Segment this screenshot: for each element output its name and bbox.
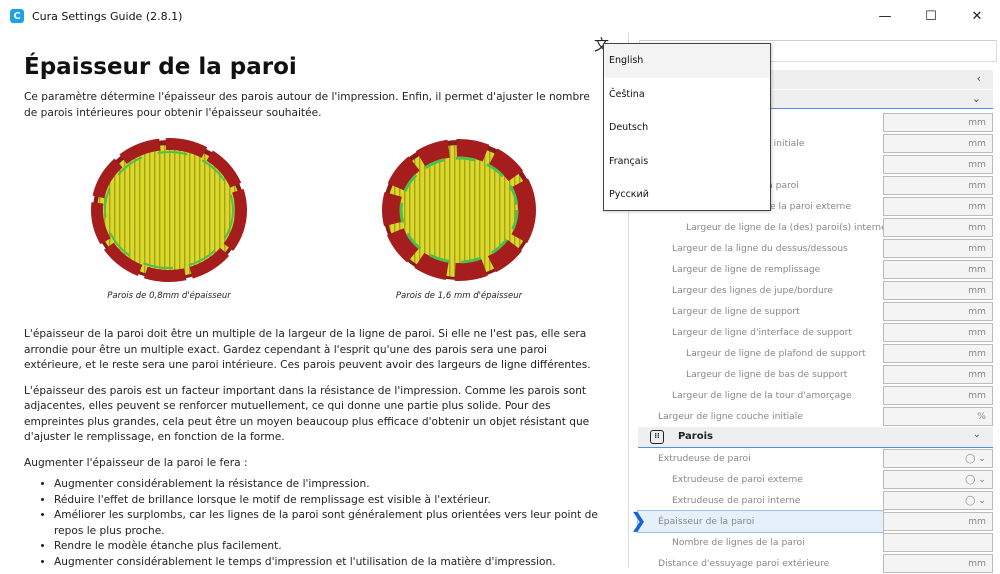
language-menu: English Čeština Deutsch Français Русский — [603, 43, 771, 211]
setting-row[interactable]: Largeur de ligne de plafond de support mm — [638, 343, 993, 364]
setting-label: Largeur de ligne d'interface de support — [672, 327, 853, 338]
list-item: Augmenter considérablement le temps d'im… — [54, 555, 604, 569]
maximize-button[interactable]: ☐ — [925, 8, 937, 24]
setting-value-field[interactable]: mm — [883, 113, 993, 132]
category-walls[interactable]: ⁞⁞ Parois ⌄ — [638, 427, 993, 448]
list-item: Rendre le modèle étanche plus facilement… — [54, 539, 604, 555]
chevron-down-icon: ⌄ — [971, 92, 981, 105]
setting-row[interactable]: Extrudeuse de paroi interne ◯ ⌄ — [638, 490, 993, 511]
setting-label: Largeur des lignes de jupe/bordure — [672, 285, 833, 296]
list-item: Augmenter considérablement la résistance… — [54, 477, 604, 493]
setting-value-field[interactable]: mm — [883, 281, 993, 300]
window-title: Cura Settings Guide (2.8.1) — [32, 9, 183, 23]
setting-value-field[interactable]: mm — [883, 134, 993, 153]
setting-label: Extrudeuse de paroi — [658, 453, 751, 464]
setting-label: Largeur de ligne de bas de support — [686, 369, 848, 380]
setting-value-field[interactable]: mm — [883, 554, 993, 573]
cura-app-icon: C — [10, 9, 24, 23]
setting-row[interactable]: Largeur des lignes de jupe/bordure mm — [638, 280, 993, 301]
setting-value-field[interactable]: % — [883, 407, 993, 426]
setting-label: Extrudeuse de paroi externe — [672, 474, 803, 485]
setting-value-field[interactable]: mm — [883, 344, 993, 363]
setting-label: Épaisseur de la paroi — [658, 516, 755, 527]
setting-row[interactable]: Largeur de ligne d'interface de support m… — [638, 322, 993, 343]
setting-value-field[interactable] — [883, 533, 993, 552]
setting-value-field[interactable]: mm — [883, 239, 993, 258]
setting-row[interactable]: Nombre de lignes de la paroi — [638, 532, 993, 553]
selected-setting-arrow-icon: ❯ — [630, 508, 647, 532]
setting-value-field[interactable]: mm — [883, 323, 993, 342]
article-pane: Épaisseur de la paroi Ce paramètre déter… — [0, 32, 628, 568]
setting-row[interactable]: Extrudeuse de paroi ◯ ⌄ — [638, 448, 993, 469]
language-option-german[interactable]: Deutsch — [609, 122, 649, 133]
setting-value-field[interactable]: ◯ ⌄ — [883, 470, 993, 489]
setting-value-field[interactable]: ◯ ⌄ — [883, 449, 993, 468]
category-label: Parois — [678, 431, 713, 442]
setting-label: Largeur de ligne couche initiale — [658, 411, 803, 422]
setting-row[interactable]: Largeur de ligne de support mm — [638, 301, 993, 322]
chevron-down-icon: ⌄ — [972, 429, 981, 440]
setting-row[interactable]: Largeur de ligne de la (des) paroi(s) in… — [638, 217, 993, 238]
intro-text: Ce paramètre détermine l'épaisseur des p… — [24, 91, 590, 119]
figure-thick-walls: Parois de 1,6 mm d'épaisseur — [314, 135, 604, 305]
walls-icon: ⁞⁞ — [650, 430, 664, 444]
paragraph-multiple: L'épaisseur de la paroi doit être un mul… — [24, 328, 591, 371]
setting-row[interactable]: Épaisseur de la paroi mm — [637, 510, 993, 533]
pane-divider[interactable] — [628, 32, 629, 568]
page-title: Épaisseur de la paroi — [24, 54, 297, 80]
setting-label: Largeur de ligne de remplissage — [672, 264, 821, 275]
setting-value-field[interactable]: ◯ ⌄ — [883, 491, 993, 510]
setting-label: Largeur de ligne de la tour d'amorçage — [672, 390, 852, 401]
title-bar: C Cura Settings Guide (2.8.1) — ☐ ✕ — [0, 0, 1000, 32]
language-option-french[interactable]: Français — [609, 155, 649, 167]
setting-row[interactable]: Extrudeuse de paroi externe ◯ ⌄ — [638, 469, 993, 490]
setting-row[interactable]: Largeur de la ligne du dessus/dessous mm — [638, 238, 993, 259]
setting-row[interactable]: Distance d'essuyage paroi extérieure mm — [638, 553, 993, 574]
setting-label: Nombre de lignes de la paroi — [672, 537, 805, 548]
setting-value-field[interactable]: mm — [883, 155, 993, 174]
list-item: Améliorer les surplombs, car les lignes … — [54, 508, 604, 539]
paragraph-strength: L'épaisseur des parois est un facteur im… — [24, 384, 590, 444]
setting-label: Largeur de ligne de support — [672, 306, 800, 317]
minimize-button[interactable]: — — [878, 8, 892, 24]
print-preview-image — [91, 138, 247, 282]
setting-row[interactable]: Largeur de ligne de bas de support mm — [638, 364, 993, 385]
chevron-left-icon: ‹ — [976, 72, 981, 85]
setting-row[interactable]: Largeur de ligne couche initiale% — [638, 406, 993, 427]
setting-value-field[interactable]: mm — [883, 302, 993, 321]
setting-value-field[interactable]: mm — [883, 260, 993, 279]
setting-label: Largeur de ligne de plafond de support — [686, 348, 866, 359]
setting-value-field[interactable]: mm — [883, 386, 993, 405]
setting-label: Largeur de ligne de la (des) paroi(s) in… — [686, 222, 899, 233]
figure-caption: Parois de 0,8mm d'épaisseur — [107, 291, 231, 301]
language-option-english[interactable]: English — [604, 44, 770, 78]
effects-list: Augmenter considérablement la résistance… — [54, 477, 604, 568]
setting-value-field[interactable]: mm — [883, 218, 993, 237]
language-option-czech[interactable]: Čeština — [609, 88, 645, 100]
setting-label: Largeur de la ligne du dessus/dessous — [672, 243, 848, 254]
figure-thin-walls: Parois de 0,8mm d'épaisseur — [24, 135, 314, 305]
setting-row[interactable]: Largeur de ligne de remplissage mm — [638, 259, 993, 280]
setting-value-field[interactable]: mm — [883, 512, 993, 531]
list-item: Réduire l'effet de brillance lorsque le … — [54, 493, 604, 509]
setting-value-field[interactable]: mm — [883, 365, 993, 384]
language-option-russian[interactable]: Русский — [609, 189, 649, 200]
setting-row[interactable]: Largeur de ligne de la tour d'amorçage mm — [638, 385, 993, 406]
setting-value-field[interactable]: mm — [883, 197, 993, 216]
figure-caption: Parois de 1,6 mm d'épaisseur — [395, 291, 523, 301]
close-button[interactable]: ✕ — [971, 8, 983, 24]
setting-label: Distance d'essuyage paroi extérieure — [658, 558, 830, 569]
paragraph-increase: Augmenter l'épaisseur de la paroi le fer… — [24, 456, 248, 469]
print-preview-image — [382, 139, 536, 281]
setting-value-field[interactable]: mm — [883, 176, 993, 195]
setting-label: Extrudeuse de paroi interne — [672, 495, 801, 506]
